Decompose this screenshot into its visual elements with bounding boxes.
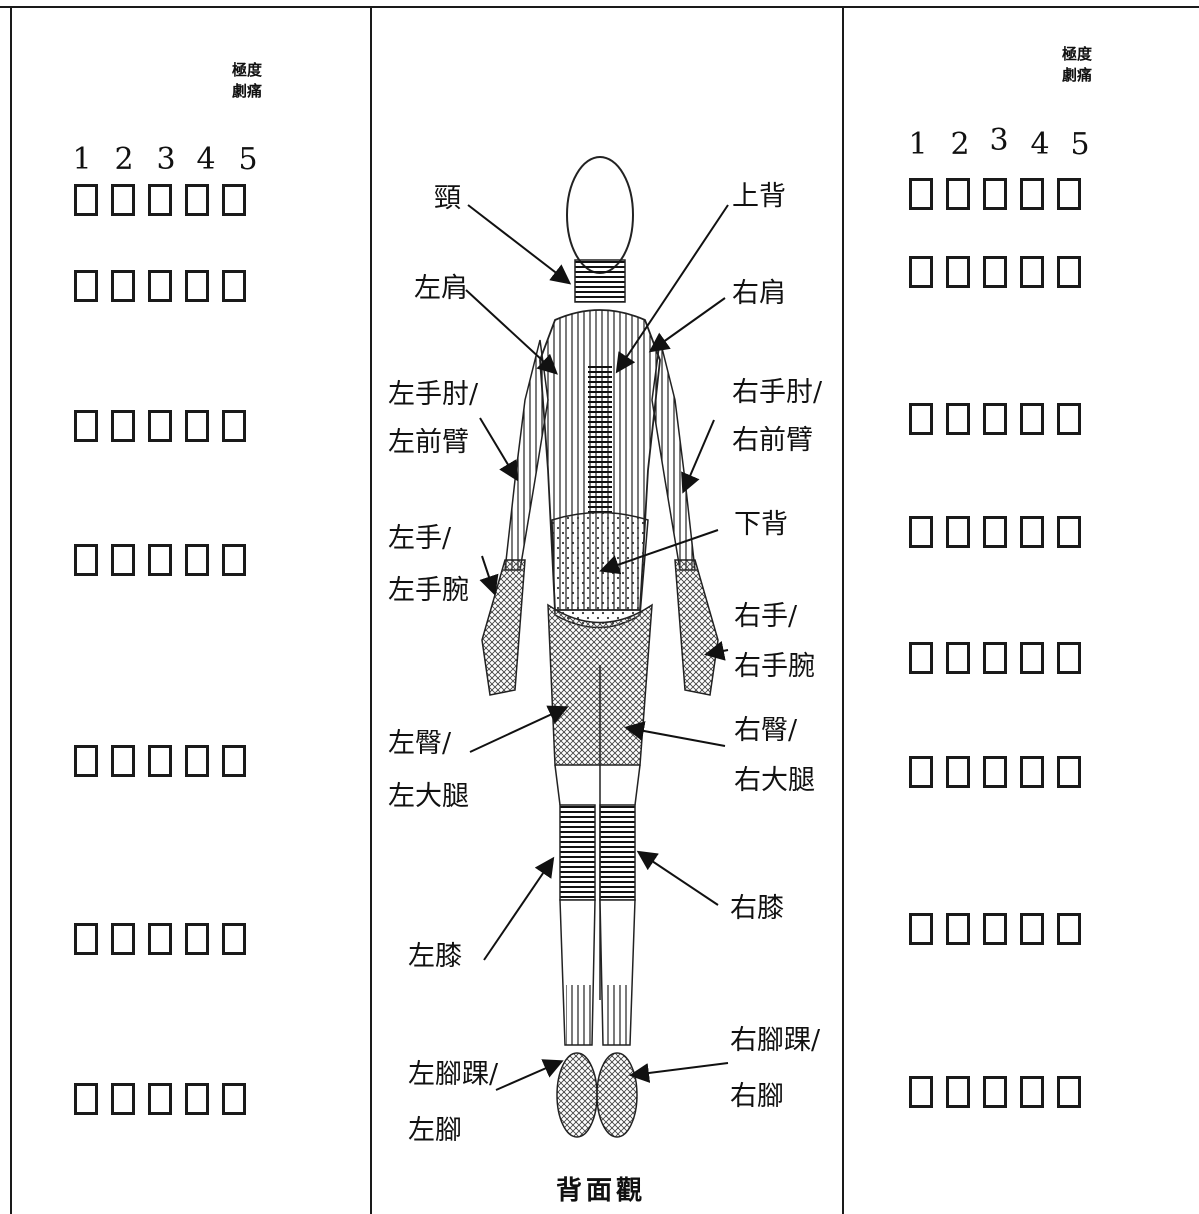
figure-right-arm <box>652 340 695 570</box>
label-right-elbow-line1: 右手肘/ <box>732 374 822 412</box>
figure-head <box>567 157 633 273</box>
label-right-hip-line1: 右臀/ <box>734 712 797 750</box>
figure-lower-back <box>552 513 648 628</box>
label-right-hand-line2: 右手腕 <box>734 648 815 686</box>
label-right-hand-line1: 右手/ <box>734 598 797 636</box>
figure-neck <box>575 260 625 302</box>
figure-right-knee <box>600 805 635 900</box>
label-neck: 頸 <box>434 180 461 218</box>
label-left-hand-line2: 左手腕 <box>388 572 469 610</box>
label-left-elbow-line2: 左前臂 <box>388 424 469 462</box>
label-right-ankle-line2: 右腳 <box>730 1078 784 1116</box>
label-left-ankle-line1: 左腳踝/ <box>408 1056 498 1094</box>
figure-right-hand <box>675 560 718 695</box>
figure-left-arm <box>505 340 548 570</box>
figure-upper-back <box>588 365 612 515</box>
label-left-elbow-line1: 左手肘/ <box>388 376 478 414</box>
label-left-knee: 左膝 <box>408 938 462 976</box>
figure-left-foot <box>557 1053 597 1137</box>
label-upper-back: 上背 <box>732 178 786 216</box>
label-left-hip-line1: 左臀/ <box>388 725 451 763</box>
figure-caption: 背面觀 <box>556 1170 646 1207</box>
figure-right-foot <box>597 1053 637 1137</box>
label-lower-back: 下背 <box>734 506 788 544</box>
label-left-ankle-line2: 左腳 <box>408 1112 462 1150</box>
label-left-shoulder: 左肩 <box>414 270 468 308</box>
figure-left-hand <box>482 560 525 695</box>
label-right-knee: 右膝 <box>730 890 784 928</box>
label-right-elbow-line2: 右前臂 <box>732 422 813 460</box>
figure-left-knee <box>560 805 595 900</box>
label-left-hand-line1: 左手/ <box>388 520 451 558</box>
label-right-hip-line2: 右大腿 <box>734 762 815 800</box>
label-left-hip-line2: 左大腿 <box>388 778 469 816</box>
label-right-ankle-line1: 右腳踝/ <box>730 1022 820 1060</box>
label-right-shoulder: 右肩 <box>732 275 786 313</box>
